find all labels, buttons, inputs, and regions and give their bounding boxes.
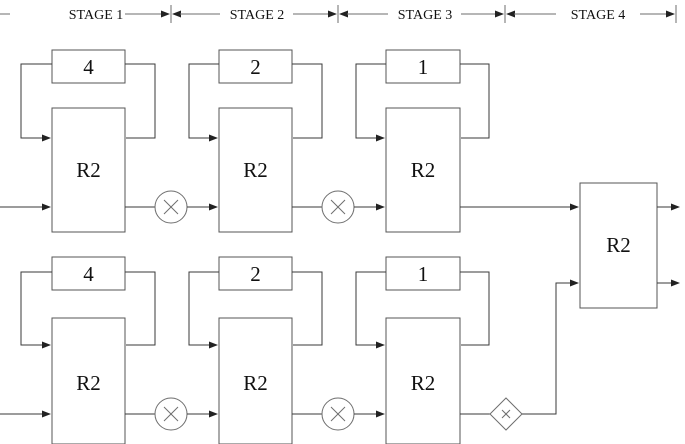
stage-2-label: STAGE 2	[230, 8, 285, 23]
arrow-icon	[376, 341, 385, 349]
feedback-value: 2	[250, 262, 261, 286]
arrow-icon	[376, 134, 385, 142]
arrow-icon	[209, 134, 218, 142]
arrow-icon	[339, 10, 348, 18]
arrow-icon	[506, 10, 515, 18]
feedback-path-out	[292, 63, 323, 139]
arrow-icon	[328, 10, 337, 18]
arrow-icon	[161, 10, 170, 18]
feedback-box	[385, 256, 461, 291]
final-stage: R2	[579, 182, 680, 309]
feedback-box	[218, 49, 293, 84]
r2-block-label: R2	[411, 371, 436, 395]
feedback-box	[51, 256, 126, 291]
feedback-value: 4	[83, 262, 94, 286]
feedback-path-out	[125, 271, 156, 346]
r2-block	[218, 107, 293, 233]
arrow-icon	[172, 10, 181, 18]
arrow-icon	[42, 134, 51, 142]
arrow-icon	[671, 279, 680, 287]
r2-block	[385, 317, 461, 444]
stage-header: STAGE 1 STAGE 2 STAGE 3 STAGE 4	[0, 5, 677, 23]
feedback-path-in	[20, 63, 52, 139]
stage-3-label: STAGE 3	[398, 8, 453, 23]
r2-block-label: R2	[76, 371, 101, 395]
feedback-value: 1	[418, 262, 429, 286]
bottom-stage-2: 2 R2	[188, 256, 323, 444]
r2-block	[51, 317, 126, 444]
arrow-icon	[671, 203, 680, 211]
circled-times-icon	[154, 397, 188, 431]
r2-block	[51, 107, 126, 233]
stage-1-label: STAGE 1	[69, 8, 124, 23]
arrow-icon	[376, 410, 385, 418]
bottom-stage-1: 4 R2	[20, 256, 156, 444]
feedback-path-out	[125, 63, 156, 139]
feedback-value: 4	[83, 55, 94, 79]
arrow-icon	[666, 10, 675, 18]
r2-block-label: R2	[243, 371, 268, 395]
diamond-times-icon	[489, 397, 523, 431]
feedback-box	[385, 49, 461, 84]
arrow-icon	[495, 10, 504, 18]
feedback-box	[218, 256, 293, 291]
r2-block-label: R2	[76, 158, 101, 182]
arrow-icon	[42, 410, 51, 418]
top-stage-3: 1 R2	[355, 49, 490, 233]
bottom-row: 4 R2 2 R2	[0, 256, 579, 444]
feedback-path-in	[188, 271, 219, 346]
r2-block-label: R2	[411, 158, 436, 182]
r2-block	[385, 107, 461, 233]
arrow-icon	[570, 203, 579, 211]
circled-times-icon	[321, 397, 355, 431]
feedback-value: 1	[418, 55, 429, 79]
arrow-icon	[209, 410, 218, 418]
arrow-icon	[209, 203, 218, 211]
feedback-path-out	[460, 63, 490, 139]
feedback-path-out	[292, 271, 323, 346]
r2-block	[218, 317, 293, 444]
feedback-path-in	[355, 63, 386, 139]
bottom-stage-3: 1 R2	[355, 256, 490, 444]
feedback-path-in	[188, 63, 219, 139]
stage-4-label: STAGE 4	[571, 8, 626, 23]
r2-block-label: R2	[243, 158, 268, 182]
feedback-box	[51, 49, 126, 84]
connector	[522, 282, 572, 415]
circled-times-icon	[321, 190, 355, 224]
arrow-icon	[42, 203, 51, 211]
feedback-path-in	[20, 271, 52, 346]
feedback-path-out	[460, 271, 490, 346]
final-r2-block	[579, 182, 658, 309]
arrow-icon	[42, 341, 51, 349]
arrow-icon	[376, 203, 385, 211]
top-row: 4 R2 2 R2	[0, 49, 579, 233]
top-stage-1: 4 R2	[20, 49, 156, 233]
feedback-path-in	[355, 271, 386, 346]
arrow-icon	[570, 279, 579, 287]
circled-times-icon	[154, 190, 188, 224]
feedback-value: 2	[250, 55, 261, 79]
top-stage-2: 2 R2	[188, 49, 323, 233]
arrow-icon	[209, 341, 218, 349]
final-r2-block-label: R2	[606, 233, 631, 257]
